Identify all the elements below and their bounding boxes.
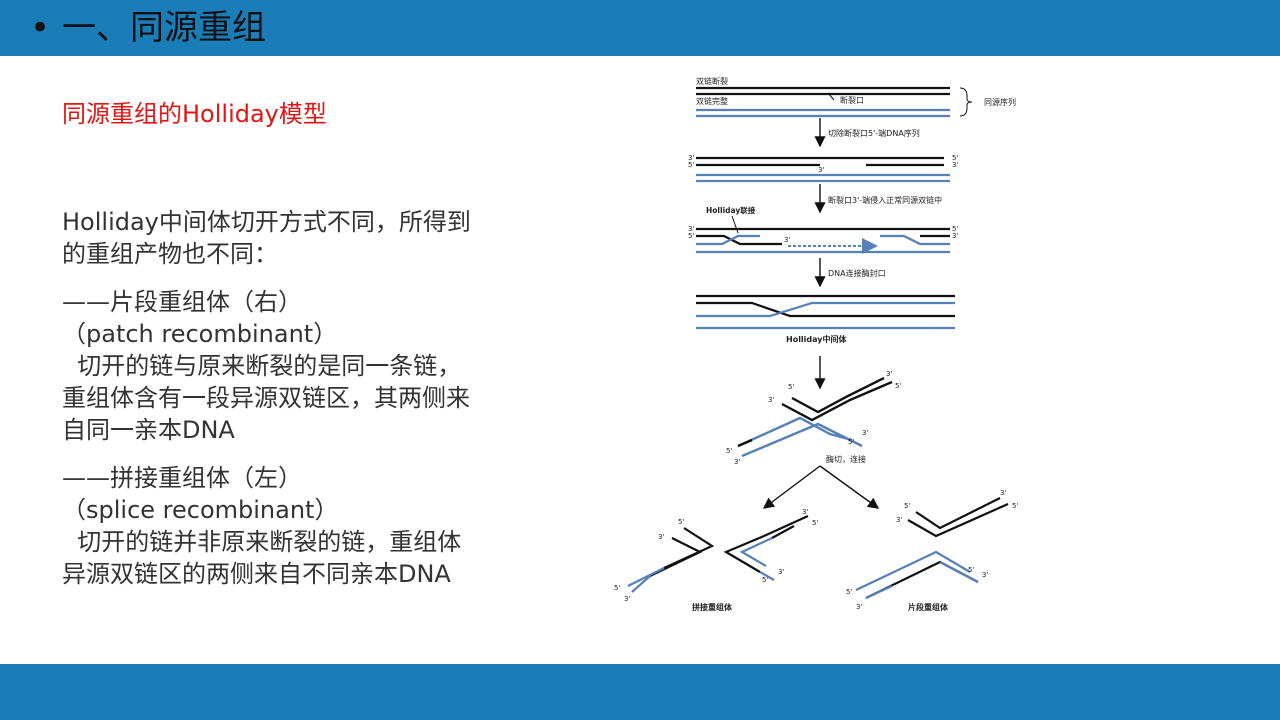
end-label: 3': [886, 370, 892, 378]
end-label: 3': [952, 161, 958, 169]
body-line: 的重组产物也不同：: [62, 240, 278, 268]
end-label: 3': [688, 154, 694, 162]
body-line: 异源双链区的两侧来自不同亲本DNA: [62, 560, 451, 588]
end-label: 5': [895, 382, 901, 390]
black-strand: [737, 438, 753, 448]
end-label: 3': [624, 595, 630, 603]
label-break-site: 断裂口: [840, 95, 864, 105]
branch-arrow-left: [762, 465, 821, 509]
end-label: 3': [982, 571, 988, 579]
blue-strand: [939, 561, 979, 583]
blue-strand: [855, 550, 971, 591]
body-line: 自同一亲本DNA: [62, 416, 235, 444]
end-label: 5': [614, 584, 620, 592]
label-intact: 双链完整: [696, 96, 728, 106]
title-text: 一、同源重组: [62, 8, 267, 48]
body-line: Holliday中间体切开方式不同，所得到: [62, 208, 471, 236]
black-strand: [723, 514, 809, 573]
end-label: 3': [802, 508, 808, 516]
blue-strand: [739, 537, 773, 567]
label-holliday-junction: Holliday联接: [706, 205, 756, 215]
homology-brace: [959, 87, 973, 117]
end-label: 5': [968, 566, 974, 574]
stage-holliday-intermediate: Holliday中间体: [696, 294, 955, 344]
end-label: 5': [1012, 502, 1018, 510]
end-label: 5': [788, 383, 794, 391]
end-label: 3': [1000, 489, 1006, 497]
end-label: 5': [688, 161, 694, 169]
end-label: 5': [678, 518, 684, 526]
black-strand: [663, 527, 715, 569]
end-label: 5': [848, 438, 854, 446]
label-patch: 片段重组体: [908, 602, 949, 612]
end-label: 3': [862, 429, 868, 437]
body-line: （patch recombinant）: [62, 320, 338, 348]
stage-invasion: Holliday联接 3' 5' 3' 5' 3': [688, 205, 958, 254]
label-step3: DNA连接酶封口: [828, 268, 886, 278]
blue-strand: [741, 422, 863, 458]
end-label: 3': [818, 166, 824, 174]
black-strand: [649, 537, 703, 577]
body-line: 切开的链并非原来断裂的链，重组体: [62, 528, 462, 556]
black-strand: [696, 234, 782, 246]
black-strand: [781, 380, 893, 422]
product-splice: 5' 3' 5' 3' 3' 5' 3' 5' 拼接重组体: [614, 508, 818, 612]
label-homologous: 同源序列: [984, 97, 1016, 107]
branch-arrow-right: [819, 465, 880, 509]
title-bullet: •: [30, 8, 51, 48]
blue-strand: [627, 567, 665, 587]
blue-strand: [631, 575, 651, 593]
black-strand: [791, 376, 885, 414]
black-strand: [907, 502, 1009, 538]
break-pointer: [827, 92, 835, 101]
label-step2: 断裂口3'-端侵入正常同源双链中: [828, 195, 942, 205]
end-label: 5': [726, 447, 732, 455]
end-label: 5': [812, 519, 818, 527]
body-line: ——拼接重组体（左）: [62, 464, 302, 492]
black-strand: [771, 525, 795, 539]
body-line: 重组体含有一段异源双链区，其两侧来: [62, 384, 470, 412]
blue-strand: [865, 585, 893, 599]
blue-strand: [696, 301, 955, 318]
stage-x-form: 5' 3' 3' 5' 5' 3' 5' 3': [726, 370, 901, 466]
body-line: 切开的链与原来断裂的是同一条链，: [62, 352, 462, 380]
subtitle: 同源重组的Holliday模型: [62, 100, 327, 128]
blue-strand: [880, 234, 950, 246]
label-broken: 双链断裂: [696, 76, 728, 86]
product-patch: 5' 3' 3' 5' 5' 3' 5' 3' 片段重组体: [846, 489, 1018, 612]
end-label: 3': [768, 396, 774, 404]
end-label: 3': [784, 236, 790, 244]
label-holliday-intermediate: Holliday中间体: [786, 334, 848, 344]
black-strand: [915, 497, 1001, 530]
slide-title: • 一、同源重组: [30, 4, 266, 52]
header-bar: [0, 0, 1280, 56]
end-label: 3': [778, 568, 784, 576]
body-line: （splice recombinant）: [62, 496, 339, 524]
stage-resection: 3' 5' 3' 5' 3': [688, 154, 958, 183]
end-label: 3': [658, 533, 664, 541]
stage-break: 双链断裂 双链完整 断裂口 同源序列: [696, 76, 1016, 118]
label-step1: 切除断裂口5'-端DNA序列: [828, 128, 920, 138]
end-label: 3': [688, 225, 694, 233]
end-label: 5': [952, 154, 958, 162]
end-label: 3': [734, 458, 740, 466]
end-label: 5': [904, 502, 910, 510]
label-splice: 拼接重组体: [692, 602, 733, 612]
blue-strand: [696, 234, 760, 246]
body-line: ——片段重组体（右）: [62, 288, 302, 316]
end-label: 5': [762, 576, 768, 584]
end-label: 5': [688, 232, 694, 240]
end-label: 5': [952, 225, 958, 233]
end-label: 3': [952, 232, 958, 240]
holliday-model-diagram: 双链断裂 双链完整 断裂口 同源序列 切除断裂口5'-端DNA序列 3' 5' …: [614, 76, 1018, 612]
end-label: 5': [846, 588, 852, 596]
junction-pointer: [731, 215, 739, 234]
end-label: 3': [856, 603, 862, 611]
black-strand: [696, 301, 955, 318]
end-label: 3': [896, 516, 902, 524]
label-step4: 酶切，连接: [826, 454, 866, 464]
footer-bar: [0, 664, 1280, 720]
blue-strand: [759, 571, 775, 581]
body-text: Holliday中间体切开方式不同，所得到 的重组产物也不同： ——片段重组体（…: [62, 206, 532, 590]
